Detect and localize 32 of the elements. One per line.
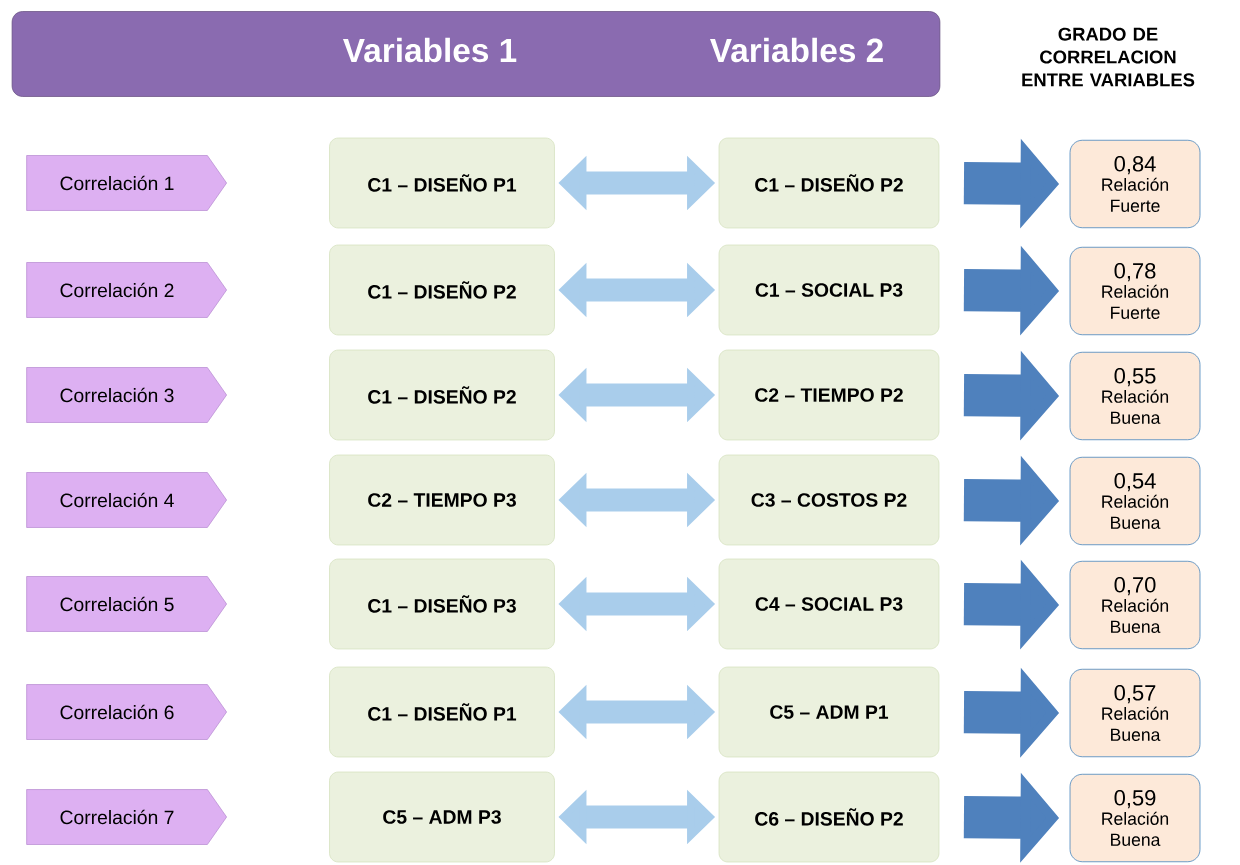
- header-band: [11, 11, 941, 97]
- header-text: Variables 1: [343, 37, 517, 63]
- result-box: 0,55 Relación Buena: [1069, 351, 1201, 441]
- variable-box: C1 – DISEÑO P2: [718, 137, 940, 229]
- variable-box: C2 – TIEMPO P3: [329, 454, 555, 546]
- correlation-tag: Correlación 2: [26, 262, 227, 318]
- correlation-tag: Correlación 7: [26, 789, 227, 845]
- column-heading: GRADO DE CORRELACION ENTRE VARIABLES: [1022, 27, 1195, 87]
- result-box: 0,59 Relación Buena: [1069, 773, 1201, 863]
- variable-box: C1 – DISEÑO P3: [329, 558, 555, 650]
- result-box: 0,70 Relación Buena: [1069, 560, 1201, 650]
- result-box: 0,84 Relación Fuerte: [1069, 139, 1201, 229]
- variable-box: C1 – DISEÑO P1: [329, 666, 555, 758]
- variable-box: C6 – DISEÑO P2: [718, 771, 940, 863]
- header-text: Variables 2: [710, 37, 883, 63]
- variable-box: C5 – ADM P1: [718, 666, 940, 758]
- variable-box: C1 – DISEÑO P2: [329, 244, 555, 336]
- variable-box: C3 – COSTOS P2: [718, 454, 940, 546]
- correlation-tag: Correlación 6: [26, 684, 227, 740]
- result-box: 0,57 Relación Buena: [1069, 668, 1201, 758]
- correlation-tag: Correlación 3: [26, 367, 227, 423]
- variable-box: C1 – DISEÑO P1: [329, 137, 555, 229]
- correlation-tag: Correlación 5: [26, 576, 227, 632]
- variable-box: C2 – TIEMPO P2: [718, 349, 940, 441]
- result-box: 0,54 Relación Buena: [1069, 456, 1201, 546]
- correlation-tag: Correlación 1: [26, 155, 227, 211]
- variable-box: C5 – ADM P3: [329, 771, 555, 863]
- variable-box: C1 – DISEÑO P2: [329, 349, 555, 441]
- variable-box: C1 – SOCIAL P3: [718, 244, 940, 336]
- result-box: 0,78 Relación Fuerte: [1069, 246, 1201, 336]
- correlation-tag: Correlación 4: [26, 472, 227, 528]
- variable-box: C4 – SOCIAL P3: [718, 558, 940, 650]
